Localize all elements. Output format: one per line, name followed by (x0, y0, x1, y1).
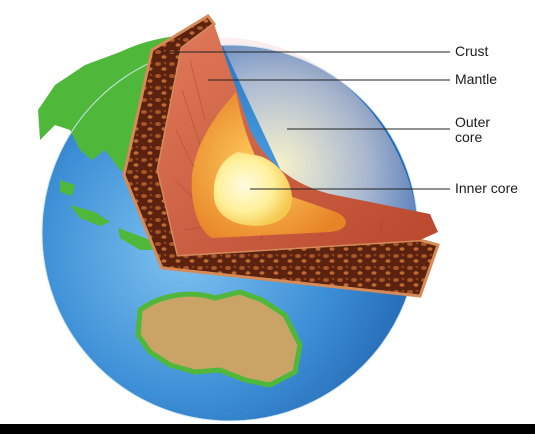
inner-core-label: Inner core (455, 181, 518, 196)
outer-core-label: Outer core (455, 115, 490, 145)
crust-label: Crust (455, 44, 488, 59)
bottom-bar (0, 424, 535, 434)
mantle-label: Mantle (455, 72, 497, 87)
